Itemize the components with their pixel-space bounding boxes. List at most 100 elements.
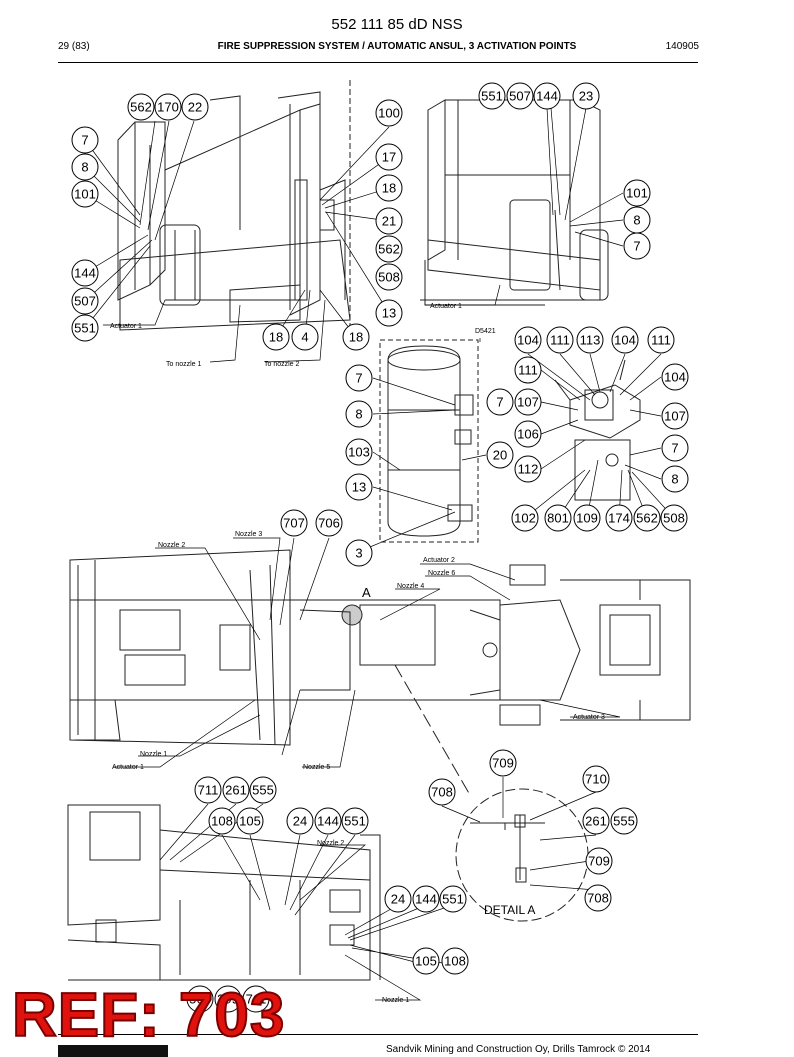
view-detail-a xyxy=(455,788,589,922)
callout-number: 801 xyxy=(547,511,569,526)
callout-circle xyxy=(661,434,689,462)
callout-circle xyxy=(314,807,342,835)
callout-circle xyxy=(506,82,534,110)
label-to-nozzle-2: To nozzle 2 xyxy=(264,361,300,368)
callout-circle xyxy=(214,985,242,1013)
callout-circle xyxy=(412,885,440,913)
callout-circle xyxy=(605,504,633,532)
callout-circle xyxy=(661,363,689,391)
callout-number: 144 xyxy=(74,266,96,281)
callout-number: 174 xyxy=(608,511,630,526)
callout-number: 8 xyxy=(355,407,362,422)
callout-circle xyxy=(71,126,99,154)
callout-circle xyxy=(375,207,403,235)
callout-circle xyxy=(514,388,542,416)
callout-number: 144 xyxy=(536,89,558,104)
callout-number: 562 xyxy=(378,242,400,257)
leaders-cylinder xyxy=(364,338,487,550)
callout-number: 706 xyxy=(318,516,340,531)
callout-number: 18 xyxy=(382,181,396,196)
callout-number: 108 xyxy=(211,814,233,829)
callout-number: 399 xyxy=(217,992,239,1007)
callout-number: 551 xyxy=(344,814,366,829)
callout-circle xyxy=(249,776,277,804)
callout-circle xyxy=(660,504,688,532)
view-valve xyxy=(554,359,641,501)
view-top-left xyxy=(117,80,351,340)
callout-number: 8 xyxy=(671,472,678,487)
callout-circle xyxy=(236,807,264,835)
label-actuator-3: Actuator 3 xyxy=(573,714,605,721)
callout-circle xyxy=(375,143,403,171)
callout-number: 551 xyxy=(481,89,503,104)
callout-number: 551 xyxy=(74,321,96,336)
callout-circle xyxy=(375,174,403,202)
callout-number: 107 xyxy=(664,409,686,424)
callout-number: 3 xyxy=(355,546,362,561)
callout-number: 22 xyxy=(188,100,202,115)
callout-circle xyxy=(514,455,542,483)
document-number: 552 111 85 dD NSS xyxy=(331,16,463,33)
callout-number: 105 xyxy=(415,954,437,969)
callout-circle xyxy=(573,504,601,532)
callout-circle xyxy=(582,765,610,793)
callout-circle xyxy=(280,509,308,537)
view-cylinder xyxy=(379,339,479,543)
callout-number: 560 xyxy=(189,992,211,1007)
callout-circle xyxy=(384,885,412,913)
callout-circle xyxy=(345,473,373,501)
callout-number: 13 xyxy=(352,480,366,495)
callout-number: 710 xyxy=(585,772,607,787)
leaders-valve xyxy=(524,353,675,519)
footer-copyright: Sandvik Mining and Construction Oy, Dril… xyxy=(386,1044,651,1055)
callout-number: 109 xyxy=(576,511,598,526)
callout-number: 508 xyxy=(378,270,400,285)
callout-number: 13 xyxy=(382,306,396,321)
callout-circle xyxy=(341,807,369,835)
view-bottom-left xyxy=(67,804,381,981)
callout-number: 8 xyxy=(81,160,88,175)
callout-number: 261 xyxy=(225,783,247,798)
callout-circle xyxy=(576,326,604,354)
callout-circle xyxy=(610,807,638,835)
callout-circle xyxy=(181,93,209,121)
callout-circle xyxy=(611,326,639,354)
callout-number: 562 xyxy=(636,511,658,526)
callout-number: 103 xyxy=(348,445,370,460)
callout-circle xyxy=(584,884,612,912)
callout-number: 711 xyxy=(246,992,267,1007)
callout-number: 708 xyxy=(431,785,453,800)
callout-number: 4 xyxy=(301,330,308,345)
callout-circle xyxy=(154,93,182,121)
callout-circle xyxy=(441,947,469,975)
callout-circle xyxy=(375,99,403,127)
callout-number: 106 xyxy=(517,427,539,442)
callout-circle xyxy=(489,749,517,777)
callout-number: 708 xyxy=(587,891,609,906)
callout-number: 18 xyxy=(349,330,363,345)
callout-number: 113 xyxy=(580,333,601,348)
callout-number: 144 xyxy=(317,814,339,829)
callout-circle xyxy=(546,326,574,354)
callout-circle xyxy=(544,504,572,532)
callout-circle xyxy=(71,259,99,287)
callout-circle xyxy=(428,778,456,806)
header-rule xyxy=(58,62,698,63)
callout-number: 21 xyxy=(382,214,396,229)
detail-marker-a: A xyxy=(362,585,371,600)
label-nozzle-4: Nozzle 4 xyxy=(397,583,424,590)
callout-number: 108 xyxy=(444,954,466,969)
detail-a-label: DETAIL A xyxy=(484,903,535,917)
callout-circle xyxy=(71,287,99,315)
callout-number: 8 xyxy=(633,213,640,228)
callout-number: 104 xyxy=(614,333,636,348)
callout-circle xyxy=(375,263,403,291)
callout-number: 551 xyxy=(442,892,464,907)
callout-number: 24 xyxy=(391,892,405,907)
callout-circle xyxy=(262,323,290,351)
callout-number: 104 xyxy=(517,333,539,348)
callout-circle xyxy=(375,299,403,327)
callout-number: 507 xyxy=(74,294,96,309)
callout-circle xyxy=(412,947,440,975)
